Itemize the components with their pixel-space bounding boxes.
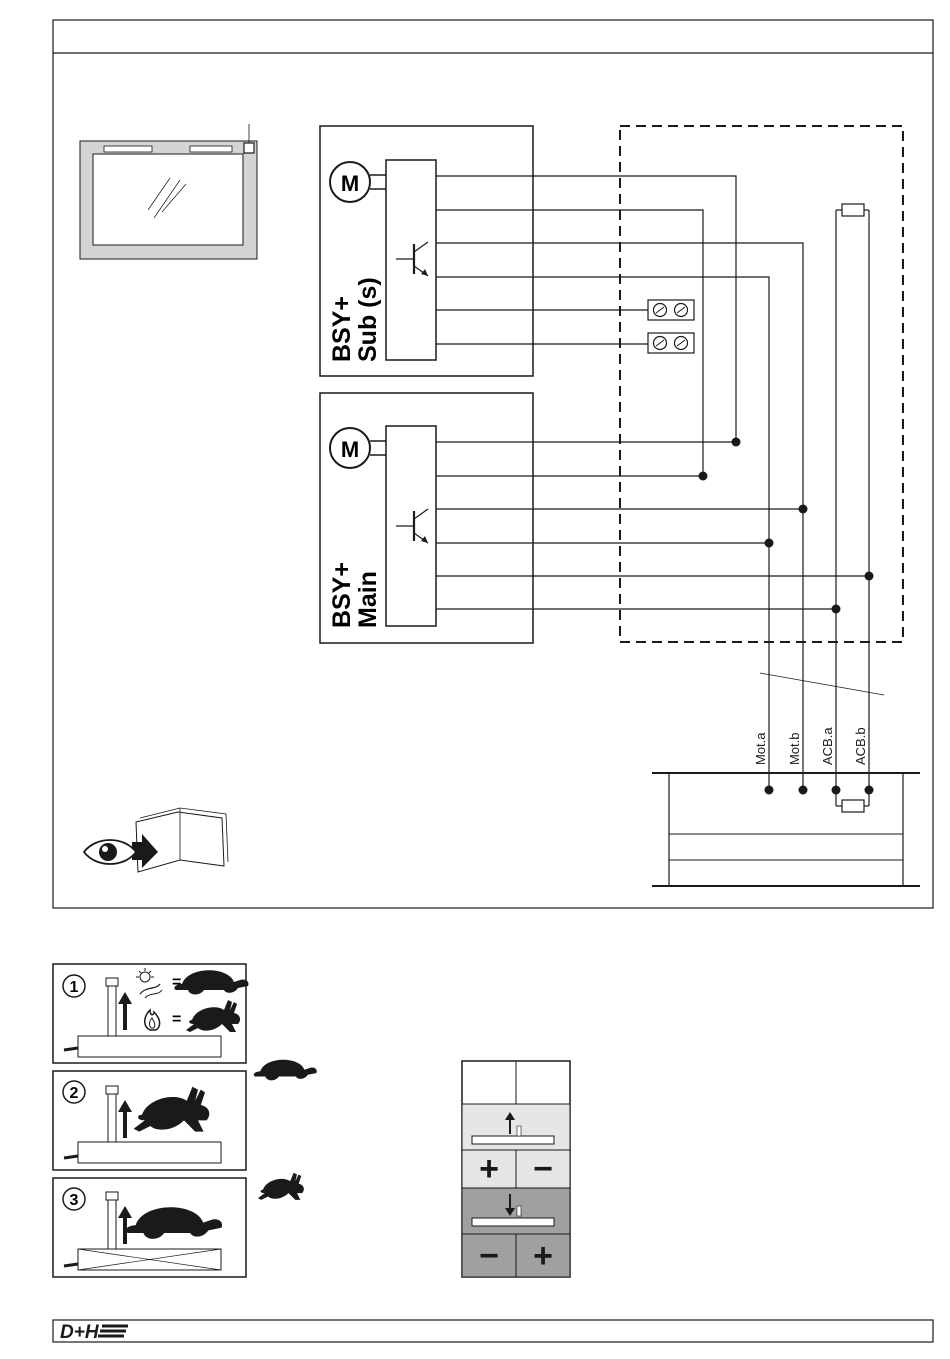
- bus-label-acb-b: ACB.b: [853, 727, 868, 765]
- footer-bar: [53, 1320, 933, 1342]
- step-3-box: 3: [53, 1178, 246, 1277]
- hare-icon: [186, 1000, 240, 1032]
- sun-wind-icon: [136, 968, 162, 998]
- junction-dots: [699, 438, 874, 795]
- minus-symbol: −: [479, 1237, 499, 1275]
- terminal-block-icon: [648, 300, 694, 320]
- up-arrow-icon: [118, 992, 132, 1030]
- svg-text:D+H: D+H: [60, 1322, 100, 1343]
- step-number: 1: [70, 979, 79, 996]
- actuator-rod-icon: [108, 984, 116, 1036]
- svg-text:=: =: [172, 1011, 181, 1028]
- unit-main: M BSY+ Main: [320, 393, 533, 643]
- step-2-box: 2: [53, 1071, 246, 1170]
- controller-box: [386, 160, 436, 360]
- tortoise-icon: [126, 1207, 222, 1239]
- actuator-rod-icon: [108, 1092, 116, 1142]
- tortoise-icon: [174, 970, 248, 994]
- up-arrow-icon: [118, 1100, 132, 1138]
- transistor-icon: [396, 242, 428, 276]
- bus-label-acb-a: ACB.a: [820, 727, 835, 765]
- step-1-box: 1 = =: [53, 964, 249, 1063]
- up-arrow-icon: [118, 1206, 132, 1244]
- dh-logo: D+H: [60, 1322, 128, 1343]
- window-icon: [80, 124, 257, 259]
- transistor-icon: [396, 509, 428, 543]
- wiring: [436, 176, 884, 790]
- resistor-icon: [842, 800, 864, 812]
- eye-manual-icon: [84, 808, 228, 872]
- unit-main-line2: Main: [354, 571, 382, 628]
- unit-sub-line1: BSY+: [328, 296, 356, 362]
- bus-label-mot-a: Mot.a: [753, 732, 768, 765]
- speed-control-panel: + − − +: [462, 1061, 570, 1277]
- actuator-rod-icon: [108, 1198, 116, 1249]
- terminal-table: [652, 773, 920, 886]
- plus-symbol: +: [479, 1150, 499, 1188]
- fire-icon: [145, 1010, 160, 1030]
- step-number: 3: [70, 1192, 79, 1209]
- junction-box-outline: [620, 126, 903, 642]
- step-number: 2: [70, 1085, 79, 1102]
- bus-label-mot-b: Mot.b: [787, 732, 802, 765]
- unit-sub-line2: Sub (s): [354, 277, 382, 362]
- resistor-icon: [842, 204, 864, 216]
- hare-icon: [258, 1173, 304, 1200]
- unit-sub: M BSY+ Sub (s): [320, 126, 533, 376]
- motor-label: M: [341, 437, 359, 462]
- tortoise-icon: [254, 1060, 317, 1081]
- terminal-block-icon: [648, 333, 694, 353]
- motor-label: M: [341, 171, 359, 196]
- minus-symbol: −: [533, 1150, 553, 1188]
- plus-symbol: +: [533, 1237, 553, 1275]
- hare-icon: [134, 1087, 210, 1132]
- unit-main-line1: BSY+: [328, 562, 356, 628]
